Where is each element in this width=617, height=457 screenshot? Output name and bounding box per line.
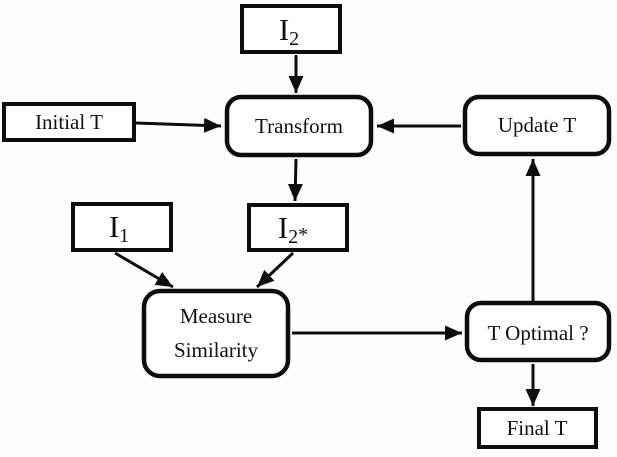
node-final-t: Final T (477, 407, 598, 449)
node-i2-box (240, 4, 342, 54)
node-i1-label: I1 (109, 209, 129, 247)
node-update-t: Update T (462, 94, 612, 157)
arrow-initial-t-to-transform (135, 117, 222, 133)
node-measure-similarity: Measure Similarity (141, 288, 291, 379)
node-initial-t: Initial T (2, 102, 136, 142)
node-final-t-label: Final T (507, 416, 568, 440)
node-measure-similarity-label-line1: Measure (180, 304, 252, 328)
node-i1-box (71, 202, 173, 252)
node-i2: I2 (240, 4, 342, 54)
node-measure-similarity-box (141, 288, 291, 379)
node-i1: I1 (71, 202, 173, 252)
node-transform-label: Transform (255, 114, 343, 138)
node-i2-label: I2 (279, 12, 299, 50)
node-i2star-box (247, 203, 349, 252)
node-update-t-box (462, 94, 612, 157)
node-initial-t-label: Initial T (35, 110, 103, 134)
arrow-i2star-to-measure (255, 251, 295, 289)
node-final-t-box (477, 407, 598, 449)
arrow-transform-to-i2star (287, 158, 303, 202)
node-transform-box (224, 94, 374, 158)
node-t-optimal: T Optimal ? (464, 300, 612, 363)
node-i2star: I2* (247, 203, 349, 252)
node-t-optimal-box (464, 300, 612, 363)
node-initial-t-box (2, 102, 136, 142)
node-transform: Transform (224, 94, 374, 158)
node-t-optimal-label: T Optimal ? (487, 321, 588, 345)
node-i2star-label: I2* (278, 210, 308, 248)
arrow-i1-to-measure (114, 251, 174, 289)
edges-layer (114, 55, 541, 406)
node-measure-similarity-label-line2: Similarity (174, 338, 259, 362)
node-update-t-label: Update T (498, 113, 577, 137)
